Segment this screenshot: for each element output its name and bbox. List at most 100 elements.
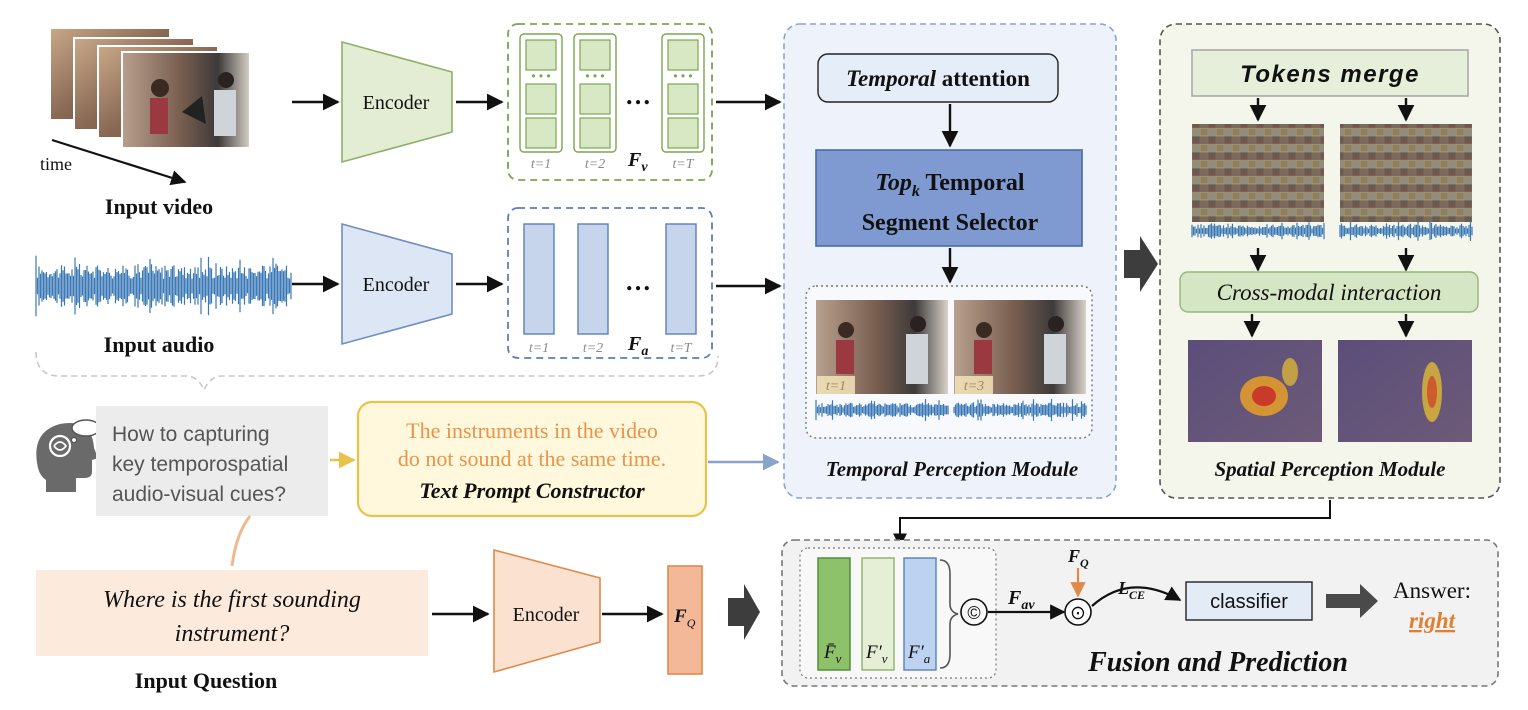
fused-feature-bar (861, 557, 895, 671)
question-feature-symbol: FQ (673, 606, 696, 630)
tokens-merge-label: Tokens merge (1240, 61, 1420, 88)
concat-symbol: © (967, 603, 980, 623)
time-label: time (40, 154, 72, 174)
video-encoder-label: Encoder (363, 92, 430, 114)
spatial-to-fusion-connector (893, 500, 1331, 548)
prompt-line: do not sound at the same time. (398, 446, 666, 471)
selected-frame: t=3 (954, 300, 1086, 394)
topk-selector-line: Segment Selector (862, 210, 1039, 236)
input-video-stack (49, 27, 251, 149)
svg-text:• • •: • • • (673, 69, 692, 83)
audio-feature-symbol: Fa (627, 333, 648, 359)
audio-feature-box (507, 207, 713, 359)
temporal-to-spatial-arrow (1124, 236, 1158, 292)
text-prompt-constructor-box (356, 400, 708, 518)
video-feature-column: • • • (573, 33, 617, 153)
cross-modal-interaction-label: Cross-modal interaction (1217, 280, 1442, 305)
waveform-path (1339, 221, 1473, 241)
waveform-path (953, 398, 1087, 422)
audio-feature-ellipsis: … (625, 267, 651, 296)
question-to-fusion-arrow (728, 584, 760, 640)
selected-frame: t=1 (816, 300, 948, 394)
input-audio-label: Input audio (104, 332, 215, 357)
input-video-label: Input video (105, 194, 213, 219)
question-encoder-label: Encoder (513, 604, 580, 626)
tokens-merge-box (1191, 49, 1469, 97)
frame-time-label: t=3 (964, 379, 984, 394)
fav-symbol: Fav (1007, 587, 1035, 613)
spatial-module-title: Spatial Perception Module (1215, 457, 1446, 481)
thought-line: How to capturing (112, 423, 270, 446)
audio-tick-label: t=2 (583, 341, 603, 356)
temporal-module-title: Temporal Perception Module (826, 457, 1078, 481)
concat-operator (960, 598, 988, 626)
classifier-to-answer-arrow (1326, 584, 1378, 618)
waveform-path (1191, 222, 1325, 240)
spatial-audio-waveform (1339, 221, 1473, 241)
waveform-path (815, 399, 949, 421)
loss-arrow (1091, 586, 1182, 607)
token-merge-map (1192, 124, 1324, 222)
video-tick-label: t=1 (531, 157, 551, 172)
selected-frame-waveform (815, 399, 949, 421)
classifier-box (1185, 581, 1313, 621)
video-feature-column: • • • (661, 33, 705, 153)
time-axis-arrow (51, 138, 187, 186)
svg-text:• • •: • • • (531, 69, 550, 83)
input-group-bracket (35, 351, 719, 393)
answer-label: Answer: (1393, 578, 1471, 603)
video-feature-column: • • • (519, 33, 563, 153)
token-merge-map (1340, 124, 1472, 222)
dot-product-operator (1064, 598, 1092, 626)
temporal-attention-label: Temporal attention (846, 66, 1030, 91)
frame-time-label: t=1 (826, 379, 846, 394)
video-feature-symbol: Fv (627, 149, 648, 175)
cross-modal-interaction-box (1179, 271, 1479, 313)
input-question-box (36, 570, 428, 656)
prompt-line: The instruments in the video (406, 418, 658, 443)
question-thought-box (96, 406, 328, 516)
video-feature-ellipsis: … (625, 81, 651, 110)
video-tick-label: t=T (672, 157, 694, 172)
fused-feature-bar (817, 557, 851, 671)
thinking-head-icon (36, 419, 101, 492)
fused-features-brace (939, 559, 959, 669)
fused-feature-symbol: F′a (907, 642, 931, 666)
question-line: instrument? (175, 621, 290, 647)
question-to-thought-connector (230, 515, 252, 567)
topk-selector-line: Topk Temporal (875, 170, 1024, 200)
topk-segment-selector-box (815, 149, 1083, 247)
spatial-attention-map (1338, 340, 1472, 442)
fused-feature-bar (903, 557, 937, 671)
spatial-audio-waveform (1191, 222, 1325, 240)
fusion-module-title: Fusion and Prediction (1087, 647, 1348, 678)
answer-value: right (1409, 608, 1456, 633)
question-line: Where is the first sounding (103, 587, 361, 613)
spatial-attention-map (1188, 340, 1322, 442)
input-question-label: Input Question (135, 668, 277, 693)
video-feature-box (507, 23, 713, 181)
audio-feature-column (523, 223, 555, 335)
video-tick-label: t=2 (585, 157, 605, 172)
audio-encoder (341, 222, 453, 346)
dot-product-symbol: ⊙ (1070, 603, 1086, 624)
waveform-path (35, 255, 292, 317)
svg-text:• • •: • • • (585, 69, 604, 83)
temporal-attention-box (817, 53, 1059, 103)
question-feature-bar (667, 565, 703, 675)
audio-tick-label: t=1 (529, 341, 549, 356)
video-encoder (341, 40, 453, 164)
thought-line: key temporospatial (112, 453, 288, 476)
audio-tick-label: t=T (670, 341, 692, 356)
audio-encoder-label: Encoder (363, 274, 430, 296)
classifier-label: classifier (1210, 591, 1288, 613)
fused-feature-symbol: F′v (865, 642, 888, 666)
loss-symbol: LCE (1117, 578, 1145, 602)
text-prompt-constructor-title: Text Prompt Constructor (419, 478, 645, 503)
audio-feature-column (577, 223, 609, 335)
audio-feature-column (665, 223, 697, 335)
input-audio-waveform (35, 255, 292, 317)
fq-symbol: FQ (1067, 546, 1089, 570)
selected-frame-waveform (953, 398, 1087, 422)
